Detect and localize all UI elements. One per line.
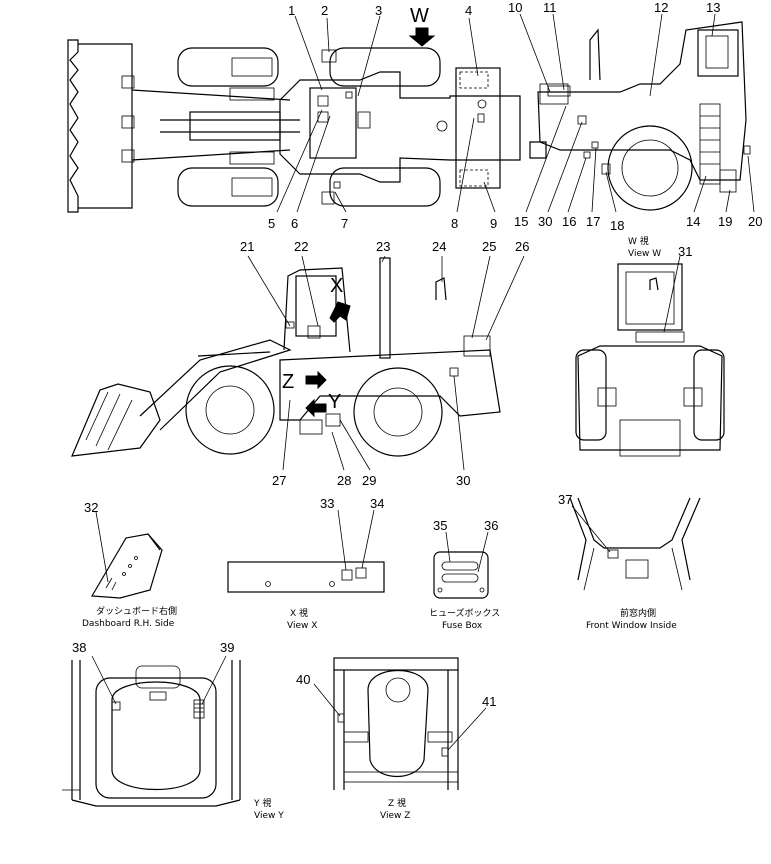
callout-27: 27 (272, 473, 286, 488)
callout-14: 14 (686, 214, 700, 229)
view-w-caption-en: View W (628, 249, 661, 259)
callout-8: 8 (451, 216, 458, 231)
callout-2: 2 (321, 3, 328, 18)
callout-31: 31 (678, 244, 692, 259)
callout-36: 36 (484, 518, 498, 533)
callout-16: 16 (562, 214, 576, 229)
callout-13: 13 (706, 0, 720, 15)
callout-34: 34 (370, 496, 384, 511)
front-window-inside: 37 前窓内側 Front Window Inside (558, 492, 701, 631)
view-y: 38 39 Y 視 View Y (62, 640, 284, 821)
view-y-letter: Y (328, 391, 341, 413)
view-y-caption-en: View Y (254, 811, 284, 821)
callout-41: 41 (482, 694, 496, 709)
callout-4: 4 (465, 3, 472, 18)
callout-30-side: 30 (456, 473, 470, 488)
callout-38: 38 (72, 640, 86, 655)
callout-26: 26 (515, 239, 529, 254)
callout-37: 37 (558, 492, 572, 507)
view-x-letter: X (330, 275, 343, 297)
callout-15: 15 (514, 214, 528, 229)
fuse-box: 35 36 ヒューズボックス Fuse Box (429, 518, 500, 631)
callout-28: 28 (337, 473, 351, 488)
view-z: 40 41 Z 視 View Z (296, 657, 496, 821)
view-w-caption-jp: W 視 (628, 235, 649, 247)
view-z-letter: Z (282, 371, 294, 393)
view-x-caption-en: View X (287, 621, 317, 631)
callout-19: 19 (718, 214, 732, 229)
callout-33: 33 (320, 496, 334, 511)
fuse-caption-jp: ヒューズボックス (429, 607, 500, 619)
callout-1: 1 (288, 3, 295, 18)
view-x: 33 34 X 視 View X (227, 496, 385, 631)
rear-side-view: 10 11 12 13 14 15 16 17 18 19 20 30 (508, 0, 762, 233)
view-y-caption-jp: Y 視 (253, 797, 271, 809)
dashboard-caption-en: Dashboard R.H. Side (82, 619, 175, 629)
callout-30-top: 30 (538, 214, 552, 229)
callout-7: 7 (341, 216, 348, 231)
callout-35: 35 (433, 518, 447, 533)
callout-40: 40 (296, 672, 310, 687)
view-z-caption-jp: Z 視 (388, 797, 406, 809)
callout-20: 20 (748, 214, 762, 229)
callout-11: 11 (543, 0, 557, 15)
callout-32: 32 (84, 500, 98, 515)
callout-6: 6 (291, 216, 298, 231)
callout-10: 10 (508, 0, 522, 15)
callout-29: 29 (362, 473, 376, 488)
callout-5: 5 (268, 216, 275, 231)
callout-9: 9 (490, 216, 497, 231)
callout-24: 24 (432, 239, 446, 254)
front-caption-en: Front Window Inside (586, 621, 677, 631)
callout-18: 18 (610, 218, 624, 233)
view-z-caption-en: View Z (380, 811, 410, 821)
callout-22: 22 (294, 239, 308, 254)
callout-12: 12 (654, 0, 668, 15)
fuse-caption-en: Fuse Box (442, 621, 483, 631)
top-plan-view: W 1 2 3 4 5 6 7 8 9 (67, 3, 521, 231)
front-caption-jp: 前窓内側 (620, 607, 656, 619)
callout-25: 25 (482, 239, 496, 254)
callout-3: 3 (375, 3, 382, 18)
callout-17: 17 (586, 214, 600, 229)
callout-21: 21 (240, 239, 254, 254)
view-w-letter: W (410, 5, 429, 27)
callout-39: 39 (220, 640, 234, 655)
view-w-rear: W 視 View W 31 (575, 235, 725, 457)
dashboard-rh-side: 32 ダッシュボード右側 Dashboard R.H. Side (82, 500, 177, 629)
side-view: X Z Y 21 22 23 24 25 26 27 28 29 30 (71, 239, 529, 488)
callout-23: 23 (376, 239, 390, 254)
view-x-caption-jp: X 視 (290, 607, 308, 619)
dashboard-caption-jp: ダッシュボード右側 (96, 605, 177, 617)
